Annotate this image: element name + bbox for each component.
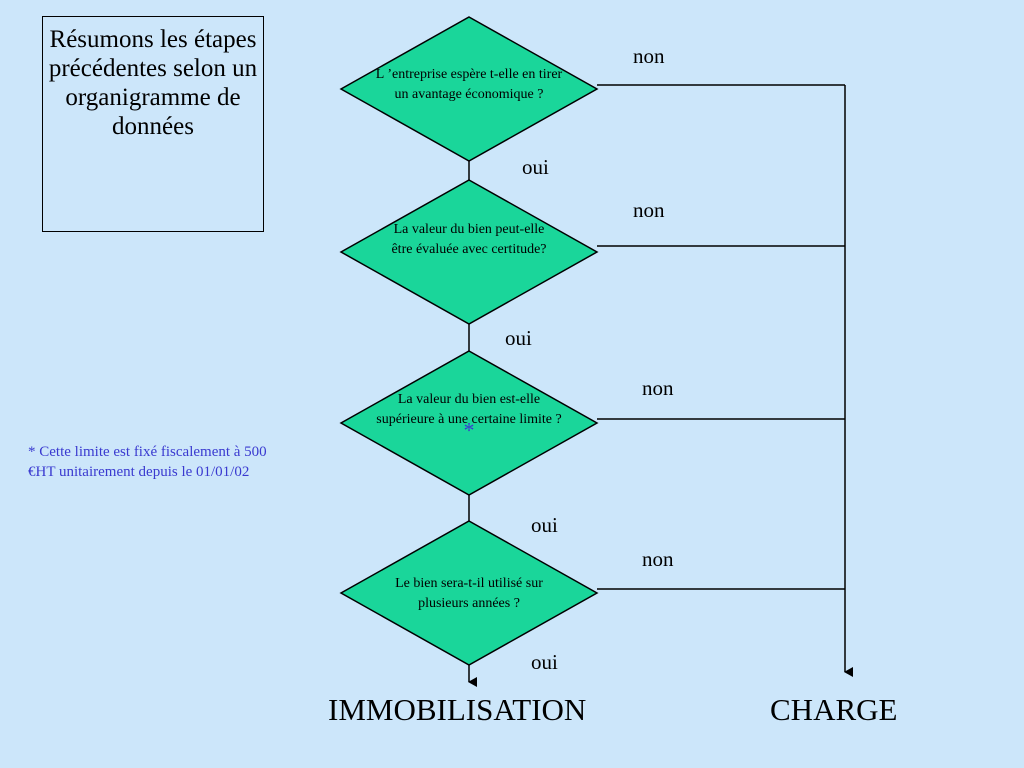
decision-text-3: La valeur du bien est-elle supérieure à …: [376, 392, 562, 443]
decision-text-1: L ’entreprise espère t-elle en tirer un …: [375, 67, 563, 102]
decision-diamond-4: [339, 520, 599, 666]
yes-label-4: oui: [531, 650, 558, 674]
footnote-text: * Cette limite est fixé fiscalement à 50…: [28, 444, 267, 480]
outcome-immobilisation: IMMOBILISATION: [328, 692, 587, 727]
footnote: * Cette limite est fixé fiscalement à 50…: [28, 442, 278, 482]
no-label-3: non: [642, 376, 674, 400]
yes-label-1: oui: [522, 155, 549, 179]
decision-diamond-2: [339, 179, 599, 325]
no-label-2: non: [633, 198, 665, 222]
decision-text-4: Le bien sera-t-il utilisé sur plusieurs …: [395, 576, 543, 611]
outcome-charge: CHARGE: [770, 692, 898, 727]
decision-text-2: La valeur du bien peut-elle être évaluée…: [391, 222, 547, 257]
yes-label-3: oui: [531, 513, 558, 537]
decision-diamond-1: [339, 16, 599, 162]
summary-text: Résumons les étapes précédentes selon un…: [48, 26, 258, 140]
yes-label-2: oui: [505, 326, 532, 350]
decision-diamond-3: [339, 350, 599, 496]
summary-box: Résumons les étapes précédentes selon un…: [42, 16, 264, 232]
footnote-marker: *: [463, 417, 475, 443]
no-label-1: non: [633, 44, 665, 68]
no-label-4: non: [642, 547, 674, 571]
